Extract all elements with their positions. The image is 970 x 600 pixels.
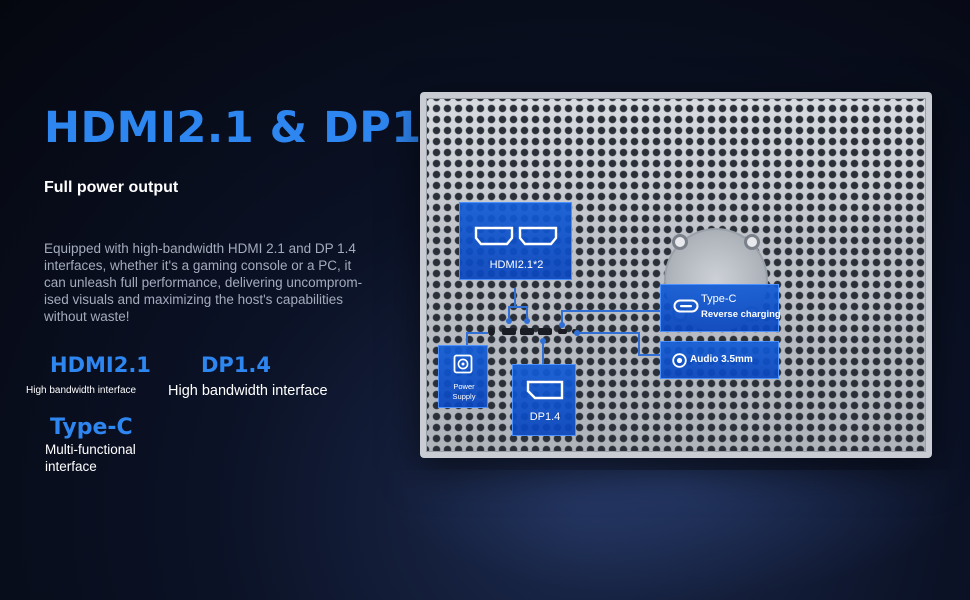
- power-callout: Power Supply: [438, 345, 488, 408]
- description-line: without waste!: [44, 309, 130, 324]
- connector-dot: [540, 338, 546, 344]
- displayport-icon: [526, 380, 564, 400]
- dp-callout-label: DP1.4: [529, 411, 561, 423]
- connector-line: [508, 306, 510, 318]
- feature-typec-title: Type-C: [50, 415, 133, 440]
- connector-line: [578, 332, 638, 334]
- connector-dot: [559, 322, 565, 328]
- feature-hdmi-title: HDMI2.1: [50, 353, 151, 377]
- power-port-icon: [453, 354, 473, 374]
- hdmi-callout-label: HDMI2.1*2: [489, 259, 544, 271]
- feature-dp-subtitle: High bandwidth interface: [168, 383, 328, 399]
- power-callout-label-line1: Power: [453, 382, 475, 391]
- page-title: HDMI2.1 & DP1.4: [44, 103, 469, 153]
- connector-line: [466, 332, 468, 346]
- audio-callout-label: Audio 3.5mm: [690, 354, 753, 365]
- hdmi-callout: HDMI2.1*2: [459, 202, 572, 280]
- feature-typec-subtitle-line1: Multi-functional: [45, 442, 136, 457]
- usb-c-port: [558, 329, 567, 334]
- connector-line: [526, 306, 528, 318]
- description: Equipped with high-bandwidth HDMI 2.1 an…: [44, 240, 416, 325]
- connector-line: [561, 310, 661, 312]
- floor-reflection: [380, 470, 970, 600]
- description-line: interfaces, whether it's a gaming consol…: [44, 258, 352, 273]
- usb-c-port-icon: [673, 299, 699, 313]
- connector-dot: [506, 318, 512, 324]
- subheadline: Full power output: [44, 179, 179, 196]
- feature-typec-subtitle-line2: interface: [45, 459, 97, 474]
- audio-jack-icon: [672, 353, 687, 368]
- hdmi-port-1: [502, 328, 516, 335]
- audio-callout: Audio 3.5mm: [660, 341, 779, 379]
- connector-line: [638, 332, 640, 354]
- connector-line: [466, 332, 488, 334]
- displayport-port: [538, 328, 552, 335]
- connector-line: [508, 306, 528, 308]
- hdmi-port-2: [520, 328, 534, 335]
- connector-line: [561, 310, 563, 326]
- typec-callout-label: Type-C: [701, 293, 737, 305]
- description-line: Equipped with high-bandwidth HDMI 2.1 an…: [44, 241, 356, 256]
- description-line: can unleash full performance, delivering…: [44, 275, 363, 290]
- feature-hdmi-subtitle: High bandwidth interface: [26, 385, 137, 396]
- dp-callout: DP1.4: [512, 364, 576, 436]
- feature-dp-title: DP1.4: [201, 353, 272, 377]
- connector-line: [542, 340, 544, 364]
- connector-dot: [574, 330, 580, 336]
- description-line: ised visuals and maximizing the host's c…: [44, 292, 343, 307]
- power-callout-label-line2: Supply: [452, 392, 476, 401]
- mount-screw-icon: [672, 234, 688, 250]
- connector-dot: [524, 318, 530, 324]
- typec-callout: Type-C Reverse charging: [660, 284, 781, 332]
- connector-line: [638, 354, 662, 356]
- mount-screw-icon: [744, 234, 760, 250]
- connector-line: [514, 288, 516, 306]
- hdmi-port-icon: [474, 226, 558, 246]
- typec-callout-sublabel: Reverse charging: [701, 309, 781, 320]
- power-port: [488, 327, 495, 336]
- monitor-back-panel: [420, 92, 932, 458]
